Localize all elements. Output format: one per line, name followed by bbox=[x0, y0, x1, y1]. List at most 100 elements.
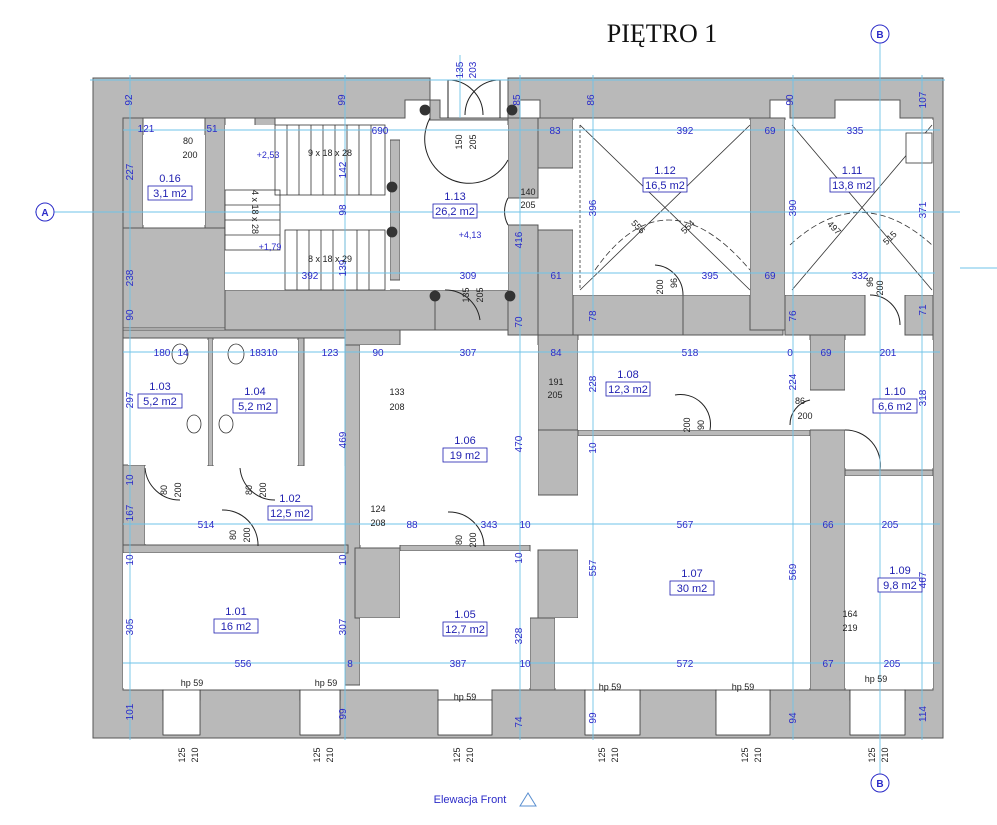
wall-segment bbox=[749, 117, 786, 331]
dimension-label: 83 bbox=[549, 126, 561, 137]
dimension-label: hp 59 bbox=[454, 692, 477, 702]
dimension-label: 135 bbox=[455, 61, 466, 78]
window-icon bbox=[437, 699, 493, 736]
room-area-box bbox=[829, 177, 875, 193]
dimension-label: 66 bbox=[822, 520, 834, 531]
dimension-label: 125 bbox=[597, 747, 607, 762]
dimension-label: 307 bbox=[460, 348, 477, 359]
axis-marker-label: B bbox=[876, 779, 883, 790]
room-number: 1.09 bbox=[889, 565, 910, 577]
dimension-label: 210 bbox=[610, 747, 620, 762]
dimension-label: 514 bbox=[198, 520, 215, 531]
dimension-label: 114 bbox=[918, 706, 929, 722]
dimension-label: 228 bbox=[588, 375, 599, 392]
dimension-label: 309 bbox=[460, 271, 477, 282]
dimension-label: 307 bbox=[338, 618, 349, 635]
dimension-label: 200 bbox=[182, 150, 197, 160]
wall-segment bbox=[809, 429, 846, 691]
room-area-box bbox=[213, 618, 259, 634]
dimension-label: 210 bbox=[465, 747, 475, 762]
wall-segment bbox=[537, 117, 574, 169]
dimension-label: 569 bbox=[788, 563, 799, 580]
floor-stairs bbox=[225, 125, 390, 290]
room-area-box bbox=[605, 381, 651, 397]
room-area-box bbox=[877, 577, 923, 593]
dimension-label: 99 bbox=[588, 712, 599, 724]
room-area: 12,7 m2 bbox=[445, 624, 485, 636]
room-area: 12,3 m2 bbox=[608, 384, 648, 396]
dimension-label: hp 59 bbox=[599, 682, 622, 692]
dimension-label: 99 bbox=[337, 94, 348, 106]
dimension-label: 124 bbox=[370, 504, 385, 514]
room-area-box bbox=[442, 621, 488, 637]
dimension-label: 200 bbox=[682, 417, 692, 432]
sink-icon bbox=[905, 132, 933, 164]
dimension-label: 297 bbox=[125, 391, 136, 408]
window-icon bbox=[584, 689, 641, 736]
wall-segment bbox=[434, 289, 509, 331]
dimension-label: 67 bbox=[822, 659, 834, 670]
stair-label: 9 x 18 x 28 bbox=[308, 148, 352, 158]
dimension-label: 125 bbox=[312, 747, 322, 762]
room-area-box bbox=[147, 185, 193, 201]
dimension-label: 76 bbox=[788, 310, 799, 322]
dimension-label: hp 59 bbox=[865, 674, 888, 684]
dimension-label: 203 bbox=[468, 61, 479, 78]
dimension-label: 205 bbox=[468, 134, 478, 149]
dimension-label: 10 bbox=[125, 554, 136, 566]
room-area: 30 m2 bbox=[677, 583, 708, 595]
dimension-label: 200 bbox=[655, 279, 665, 294]
room-area: 12,5 m2 bbox=[270, 508, 310, 520]
room-number: 1.08 bbox=[617, 369, 638, 381]
dimension-label: 51 bbox=[206, 124, 218, 135]
dimension-label: 150 bbox=[454, 134, 464, 149]
wall-segment bbox=[537, 229, 574, 336]
room-number: 1.03 bbox=[149, 381, 170, 393]
room-area: 9,8 m2 bbox=[883, 580, 917, 592]
fixtures bbox=[171, 104, 933, 434]
elevation-marker-icon bbox=[519, 792, 537, 807]
elevation-label: Elewacja Front bbox=[434, 794, 507, 806]
dimension-label: 200 bbox=[875, 280, 885, 295]
window-icon bbox=[849, 689, 906, 736]
wall-segment bbox=[537, 429, 579, 496]
dimension-label: 78 bbox=[588, 310, 599, 322]
column-icon bbox=[386, 181, 398, 193]
dimension-label: 71 bbox=[918, 304, 929, 316]
dimension-label: 318 bbox=[918, 389, 929, 406]
floor-1-12 bbox=[573, 120, 750, 295]
dimension-label: 86 bbox=[586, 94, 597, 106]
dimension-label: 205 bbox=[882, 520, 899, 531]
wall-segment bbox=[399, 544, 531, 552]
dimension-label: 90 bbox=[372, 348, 384, 359]
room-number: 1.07 bbox=[681, 568, 702, 580]
room-floors bbox=[123, 120, 933, 688]
floor-1-02 bbox=[145, 466, 345, 544]
axis-marker-label: B bbox=[876, 30, 883, 41]
room-area-box bbox=[432, 203, 478, 219]
column-icon bbox=[419, 104, 431, 116]
plan-title: PIĘTRO 1 bbox=[607, 19, 718, 48]
toilet-icon bbox=[171, 343, 189, 365]
wall-segment bbox=[122, 544, 349, 554]
dimension-label: hp 59 bbox=[315, 678, 338, 688]
axis-marker-b-top bbox=[870, 24, 890, 44]
dimension-label: 123 bbox=[322, 348, 339, 359]
column-icon bbox=[504, 290, 516, 302]
room-area: 3,1 m2 bbox=[153, 188, 187, 200]
axis-marker-b-bottom bbox=[870, 773, 890, 793]
wall-segment bbox=[529, 617, 556, 691]
dimension-label: 180 bbox=[154, 348, 171, 359]
room-area: 26,2 m2 bbox=[435, 206, 475, 218]
dimension-label: 227 bbox=[125, 163, 136, 180]
wall-segment bbox=[122, 227, 226, 329]
dimension-label: 107 bbox=[918, 91, 929, 108]
dimension-label: 238 bbox=[125, 269, 136, 286]
room-area: 19 m2 bbox=[450, 450, 481, 462]
dimension-label: 80 bbox=[454, 535, 464, 545]
dimension-label: hp 59 bbox=[181, 678, 204, 688]
dimension-label: 567 bbox=[677, 520, 694, 531]
room-area: 16 m2 bbox=[221, 621, 252, 633]
dimension-label: 335 bbox=[847, 126, 864, 137]
dimension-label: 200 bbox=[242, 527, 252, 542]
